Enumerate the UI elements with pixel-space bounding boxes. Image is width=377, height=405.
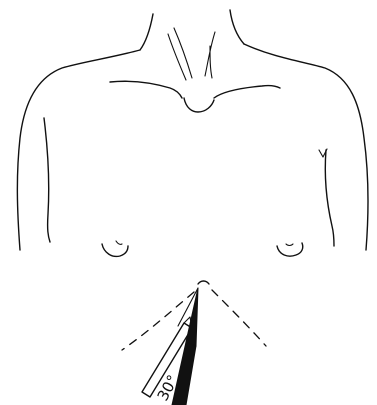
right-nipple-mark [286,244,293,246]
xiphoid-mark [198,281,209,284]
left-clavicle [110,81,182,98]
neck-right-line [230,10,244,44]
suprasternal-notch [184,98,214,112]
left-torso-side [44,118,50,242]
neck-muscle-left-1 [168,34,186,80]
right-costal-margin [212,290,266,346]
right-clavicle [214,86,280,98]
left-shoulder-arm-outline [17,50,140,250]
left-nipple-mark [116,241,122,244]
right-shoulder-arm-outline [244,44,368,250]
right-torso-side [325,150,334,246]
neck-left-line [140,14,153,50]
right-nipple-outline [277,243,303,256]
needle-shaft [172,342,196,405]
neck-muscle-right-2 [210,46,212,78]
neck-muscle-left-2 [174,28,192,78]
left-nipple-outline [102,244,128,256]
